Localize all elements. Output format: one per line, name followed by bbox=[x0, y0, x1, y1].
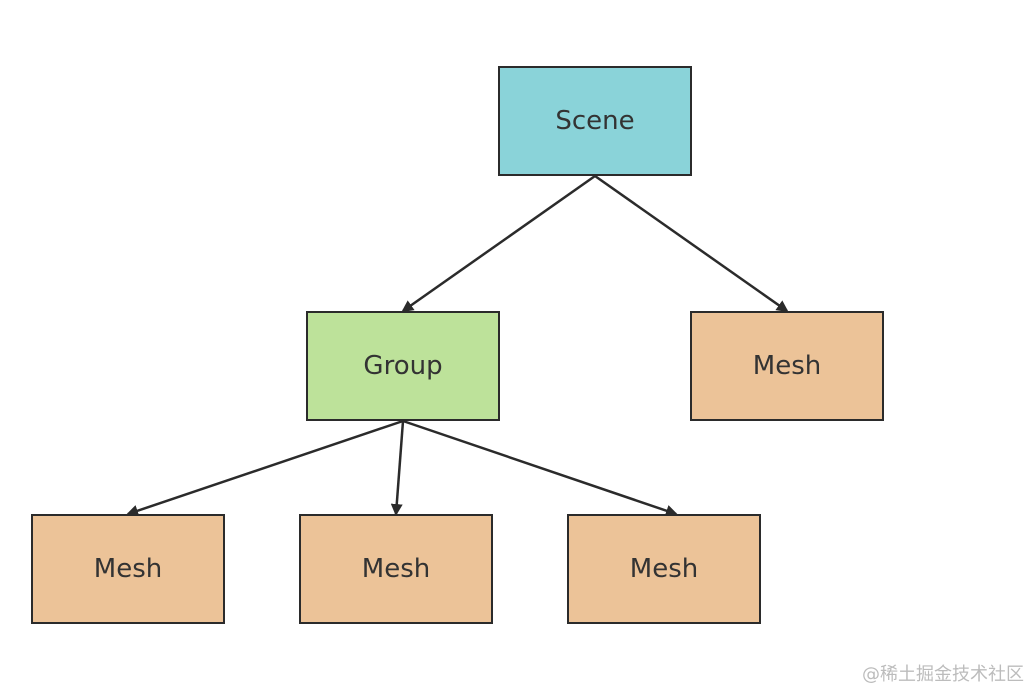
group-node: Group bbox=[306, 311, 500, 421]
mesh-node-right-label: Mesh bbox=[752, 351, 822, 381]
edge-group-to-mesh-2 bbox=[390, 420, 405, 516]
edge-group-to-mesh-3 bbox=[402, 419, 678, 517]
mesh-node-3-label: Mesh bbox=[629, 554, 699, 584]
mesh-node-2-label: Mesh bbox=[361, 554, 431, 584]
mesh-node-1-label: Mesh bbox=[93, 554, 163, 584]
mesh-node-2: Mesh bbox=[299, 514, 493, 624]
scene-node: Scene bbox=[498, 66, 692, 176]
edge-scene-to-mesh-right bbox=[594, 174, 789, 313]
edge-group-to-mesh-1 bbox=[126, 419, 404, 517]
mesh-node-1: Mesh bbox=[31, 514, 225, 624]
group-node-label: Group bbox=[363, 351, 443, 381]
mesh-node-3: Mesh bbox=[567, 514, 761, 624]
mesh-node-right: Mesh bbox=[690, 311, 884, 421]
scene-node-label: Scene bbox=[555, 106, 635, 136]
watermark-text: @稀土掘金技术社区 bbox=[862, 664, 1024, 685]
edge-scene-to-group bbox=[401, 174, 596, 313]
